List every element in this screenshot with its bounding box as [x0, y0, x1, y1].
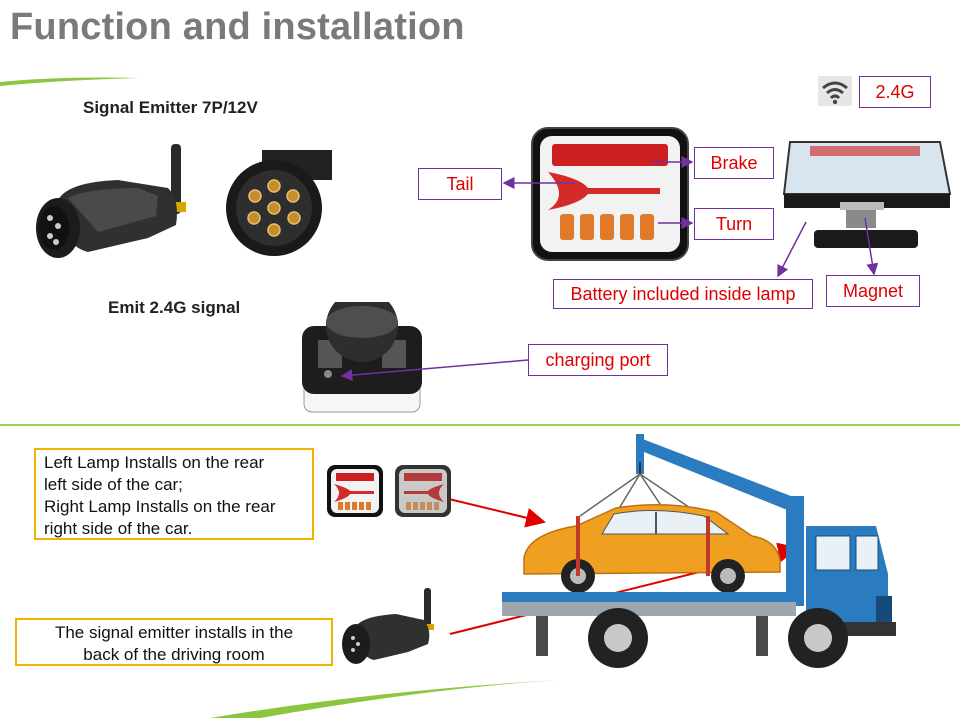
right-lamp-image [395, 465, 451, 517]
magnet-label: Magnet [826, 275, 920, 307]
note-line: Right Lamp Installs on the rear [44, 497, 276, 516]
top-green-swoosh [0, 77, 140, 86]
emit-signal-heading: Emit 2.4G signal [108, 298, 241, 317]
bottom-green-swoosh [210, 680, 560, 718]
tail-lamp-side-image [782, 141, 952, 248]
note-line: left side of the car; [44, 475, 183, 494]
emitter-install-note: The signal emitter installs in the back … [15, 618, 333, 666]
emitter-plug-front-image [226, 150, 332, 256]
tail-lamp-front-image [531, 127, 689, 261]
charging-port-arrow [340, 359, 529, 382]
left-lamp-image [327, 465, 383, 517]
emitter-small-image [342, 588, 434, 664]
tow-truck-image [502, 434, 896, 668]
magnet-arrow [864, 217, 879, 276]
note-line: right side of the car. [44, 519, 193, 538]
charging-port-label: charging port [528, 344, 668, 376]
lamp-install-note: Left Lamp Installs on the rear left side… [34, 448, 314, 540]
brake-label: Brake [694, 147, 774, 179]
turn-label: Turn [694, 208, 774, 240]
tail-label: Tail [418, 168, 502, 200]
note-line: back of the driving room [83, 645, 265, 664]
battery-label: Battery included inside lamp [553, 279, 813, 309]
frequency-label: 2.4G [859, 76, 931, 108]
wifi-icon [818, 76, 852, 106]
emitter-heading: Signal Emitter 7P/12V [83, 98, 258, 117]
emitter-plug-side-image [36, 144, 186, 258]
battery-arrow [777, 221, 807, 278]
note-line: The signal emitter installs in the [54, 623, 294, 642]
page-title: Function and installation [10, 6, 465, 48]
note-line: Left Lamp Installs on the rear [44, 453, 265, 472]
